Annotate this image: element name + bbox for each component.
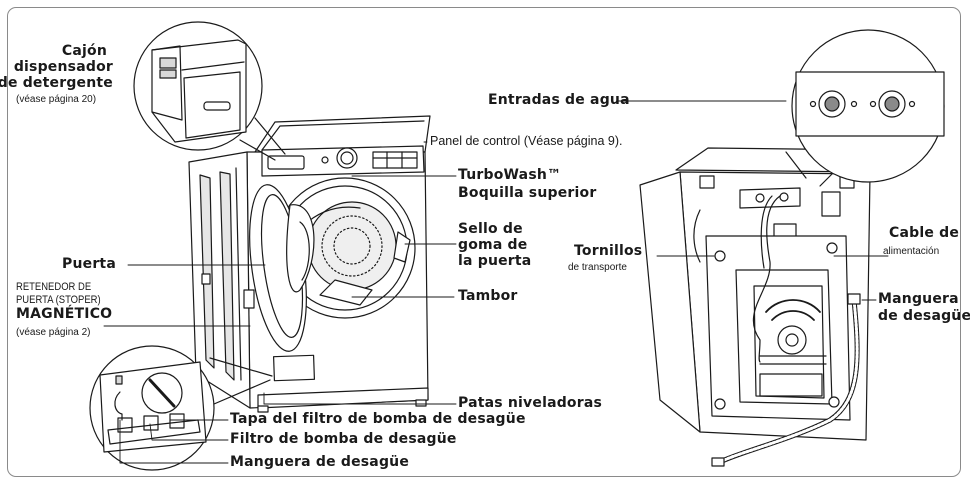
drum-label: Tambor bbox=[458, 288, 518, 304]
door-label: Puerta bbox=[62, 256, 116, 272]
drawer-page-ref: (véase página 20) bbox=[16, 94, 97, 105]
control-panel-label: Panel de control (Véase página 9). bbox=[430, 134, 623, 148]
power-cable-label-line2: alimentación bbox=[883, 246, 940, 257]
back-washer bbox=[639, 147, 881, 467]
stopper-label-line1: RETENEDOR DE bbox=[16, 281, 92, 293]
front-drain-hose-label: Manguera de desagüe bbox=[230, 454, 410, 470]
diagram-frame bbox=[7, 7, 961, 477]
filter-cap-label: Tapa del filtro de bomba de desagüe bbox=[230, 411, 526, 427]
rear-drain-hose-label-line1: Manguera bbox=[878, 291, 959, 307]
rear-drain-hose-label-line2: de desagüe bbox=[878, 308, 970, 324]
door-seal-label-line3: la puerta bbox=[458, 253, 532, 269]
drawer-label-line1: Cajón bbox=[61, 43, 107, 59]
drawer-label-line2: dispensador bbox=[13, 59, 113, 75]
turbowash-label-line1: TurboWash™ bbox=[458, 167, 562, 183]
drawer-label-line3: de detergente bbox=[0, 75, 113, 91]
turbowash-label-line2: Boquilla superior bbox=[458, 185, 597, 201]
door-seal-label-line1: Sello de bbox=[458, 221, 523, 237]
drawer-callout bbox=[133, 21, 286, 161]
power-cable-label-line1: Cable de bbox=[889, 225, 960, 241]
leader-lines bbox=[103, 100, 889, 464]
front-washer bbox=[188, 115, 431, 413]
transport-bolts-label-line2: de transporte bbox=[568, 262, 627, 273]
stopper-label-line2: PUERTA (STOPER) bbox=[16, 294, 101, 306]
pump-filter-label: Filtro de bomba de desagüe bbox=[230, 431, 457, 447]
leveling-feet-label: Patas niveladoras bbox=[458, 395, 603, 411]
door-seal-label-line2: goma de bbox=[458, 237, 528, 253]
transport-bolts-label-line1: Tornillos bbox=[574, 243, 643, 259]
stopper-page-ref: (véase página 2) bbox=[16, 327, 91, 338]
filter-callout bbox=[89, 345, 273, 471]
water-inlets-label: Entradas de agua bbox=[488, 92, 630, 108]
inlet-callout bbox=[785, 29, 945, 187]
stopper-label-line3: MAGNÉTICO bbox=[16, 306, 113, 322]
